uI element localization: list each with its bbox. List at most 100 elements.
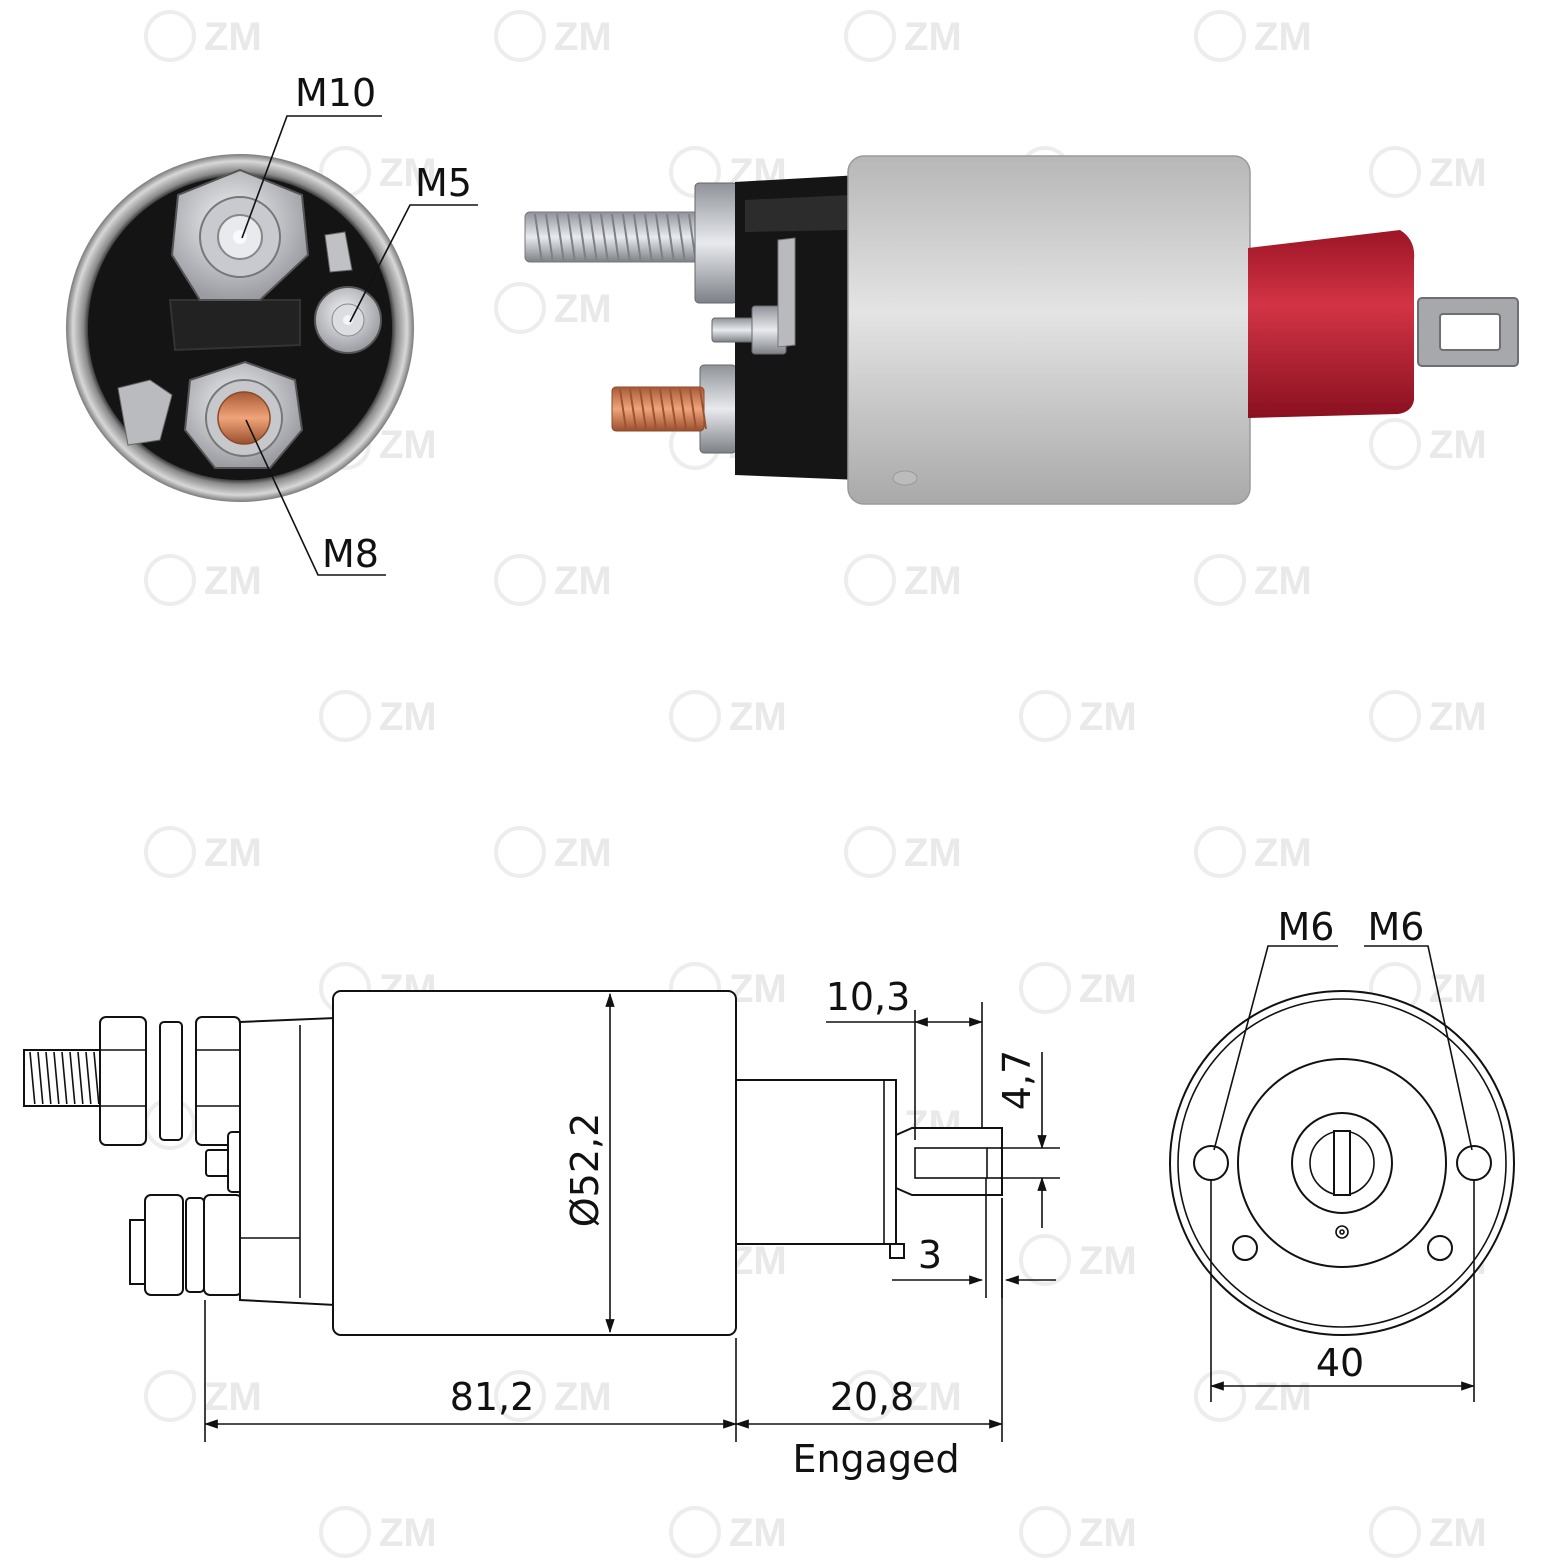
drawing-nut-1 <box>99 1016 147 1146</box>
watermark-logo-icon <box>1369 418 1421 470</box>
label-m10: M10 <box>295 71 376 115</box>
dim-offset-label: 10,3 <box>826 975 911 1019</box>
drawing-stud <box>23 1049 103 1107</box>
solenoid-housing <box>847 155 1251 505</box>
watermark-logo-icon <box>1369 146 1421 198</box>
watermark-logo-icon <box>1019 1506 1071 1558</box>
label-m8: M8 <box>322 532 379 576</box>
leader-m5 <box>349 204 478 323</box>
thread-line <box>556 213 565 261</box>
watermark-text: ZM <box>1429 151 1487 195</box>
watermark-logo-icon <box>1019 962 1071 1014</box>
watermark-text: ZM <box>554 831 612 875</box>
thread-line <box>677 213 686 261</box>
label-m6-left: M6 <box>1278 905 1335 949</box>
watermark-text: ZM <box>1079 1511 1137 1555</box>
thread-line <box>589 213 598 261</box>
watermark-logo-icon <box>1019 1234 1071 1286</box>
watermark-text: ZM <box>904 1375 962 1419</box>
dim-hole-spacing-label: 40 <box>1316 1341 1364 1385</box>
watermark-text: ZM <box>1254 15 1312 59</box>
watermark-text: ZM <box>1429 695 1487 739</box>
side-view-drawing: Ø52,2 81,2 20,8 Engaged 10,3 4,7 3 <box>23 975 1060 1481</box>
watermark-logo-icon <box>494 10 546 62</box>
thread-line <box>534 213 543 261</box>
watermark-logo-icon <box>144 10 196 62</box>
thread-line <box>655 213 664 261</box>
thread-line <box>639 388 647 430</box>
watermark-text: ZM <box>1429 967 1487 1011</box>
leader-m6-left <box>1213 945 1338 1151</box>
watermark-logo-icon <box>844 10 896 62</box>
watermark-logo-icon <box>1369 1506 1421 1558</box>
watermark-text: ZM <box>904 559 962 603</box>
black-cap-highlight <box>745 195 850 232</box>
dim-slot-label: 4,7 <box>995 1050 1039 1110</box>
thread-line <box>689 388 697 430</box>
end-cap-detail <box>168 299 301 352</box>
watermark-text: ZM <box>379 151 437 195</box>
thread-line <box>61 1051 68 1105</box>
watermark-logo-icon <box>1194 826 1246 878</box>
watermark-text: ZM <box>204 559 262 603</box>
end-view-leaders <box>241 115 478 576</box>
thread-line <box>666 213 675 261</box>
m10-terminal <box>170 168 310 301</box>
watermark-text: ZM <box>1079 967 1137 1011</box>
flange-vent <box>1335 1225 1349 1239</box>
watermark-text: ZM <box>1254 559 1312 603</box>
plunger-slot <box>1333 1130 1351 1196</box>
watermark-logo-icon <box>144 554 196 606</box>
thread-line <box>679 388 687 430</box>
plunger-tab <box>1417 297 1519 367</box>
watermark-text: ZM <box>1254 831 1312 875</box>
thread-line <box>622 213 631 261</box>
mount-hole-left <box>1193 1145 1229 1181</box>
drawing-plunger <box>735 1079 897 1245</box>
dim-diameter-label: Ø52,2 <box>563 1113 607 1228</box>
watermark-logo-icon <box>494 826 546 878</box>
m8-terminal <box>117 360 304 469</box>
thread-line <box>77 1051 84 1105</box>
red-plunger-cap <box>1248 230 1415 418</box>
watermark-text: ZM <box>379 695 437 739</box>
thread-line <box>644 213 653 261</box>
dim-body-length-label: 81,2 <box>450 1375 535 1419</box>
thread-line <box>567 213 576 261</box>
mount-hole-right <box>1456 1145 1492 1181</box>
thread-line <box>93 1051 100 1105</box>
label-m5: M5 <box>415 161 472 205</box>
thread-line <box>629 388 637 430</box>
housing-weld-spot <box>892 470 918 486</box>
thread-line <box>578 213 587 261</box>
watermark-logo-icon <box>144 826 196 878</box>
watermark-logo-icon <box>319 1506 371 1558</box>
watermark-text: ZM <box>204 15 262 59</box>
watermark-text: ZM <box>729 695 787 739</box>
stud-nut <box>694 182 738 304</box>
thread-line <box>669 388 677 430</box>
watermark-logo-icon <box>319 690 371 742</box>
watermark-text: ZM <box>554 15 612 59</box>
thread-line <box>699 388 707 430</box>
drawing-lower-washer <box>185 1197 205 1293</box>
drawing-lower-nut-2 <box>203 1194 243 1296</box>
engaged-label: Engaged <box>792 1437 959 1481</box>
drawing-lower-nut-1 <box>144 1194 184 1296</box>
watermark-text: ZM <box>554 559 612 603</box>
flange-inner-rim <box>1177 998 1507 1328</box>
watermark-text: ZM <box>1079 695 1137 739</box>
watermark-logo-icon <box>494 282 546 334</box>
thread-line <box>649 388 657 430</box>
watermark-logo-icon <box>494 554 546 606</box>
thread-line <box>611 213 620 261</box>
terminal-bracket <box>777 237 796 348</box>
thread-line <box>600 213 609 261</box>
drawing-nut-2 <box>195 1016 241 1146</box>
thread-line <box>53 1051 60 1105</box>
watermark-text: ZM <box>729 1511 787 1555</box>
leader-m8 <box>245 419 386 576</box>
watermark-text: ZM <box>379 423 437 467</box>
thread-line <box>545 213 554 261</box>
watermark-text: ZM <box>204 1375 262 1419</box>
